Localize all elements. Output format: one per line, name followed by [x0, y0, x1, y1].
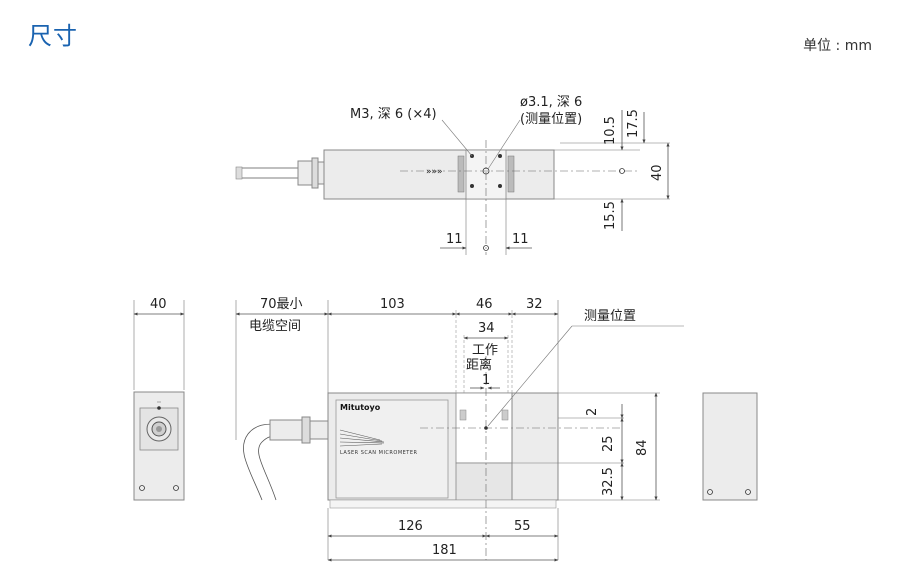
dim-40-end: 40 — [150, 297, 167, 312]
dim-15-5: 15.5 — [603, 201, 618, 230]
scan-graphic — [339, 429, 385, 447]
end-view: 40 — [133, 297, 185, 501]
measure-pos-note: (测量位置) — [520, 112, 582, 127]
work-gap-label-1: 工作 — [472, 343, 498, 358]
dim-cable-min: 70最小 — [260, 297, 303, 312]
top-view: »»» M3, 深 6 (×4) ø3.1, 深 6 (测量位置) 10.5 1… — [235, 95, 670, 255]
front-connector — [269, 419, 303, 441]
front-view: Mitutoyo LASER SCAN MICROMETER — [235, 297, 684, 562]
svg-text:»»»: »»» — [426, 167, 443, 177]
dim-34: 34 — [478, 321, 495, 336]
dim-11-left: 11 — [446, 232, 463, 247]
dim-181: 181 — [432, 543, 457, 558]
work-gap-label-2: 距离 — [466, 357, 492, 373]
front-label-panel — [335, 399, 449, 499]
measure-position-label: 测量位置 — [584, 309, 636, 324]
dim-11-right: 11 — [512, 232, 529, 247]
cable-space-label: 电缆空间 — [249, 318, 301, 334]
front-cable — [243, 423, 277, 501]
brand-text: Mitutoyo — [340, 403, 381, 412]
screw-hole — [470, 184, 474, 188]
dim-10-5: 10.5 — [603, 116, 618, 145]
top-cable — [240, 167, 300, 179]
right-end-view — [702, 392, 758, 501]
dim-84: 84 — [635, 439, 650, 456]
top-body — [323, 149, 555, 200]
dim-25: 25 — [601, 435, 616, 452]
screw-hole — [498, 184, 502, 188]
dim-17-5: 17.5 — [626, 109, 641, 138]
page-title: 尺寸 — [28, 22, 78, 50]
dim-126: 126 — [398, 519, 423, 534]
product-text: LASER SCAN MICROMETER — [340, 450, 418, 456]
hole-note: M3, 深 6 (×4) — [350, 107, 437, 122]
measure-hole-note: ø3.1, 深 6 — [520, 95, 582, 110]
dim-40-top: 40 — [650, 164, 665, 181]
dim-32-5: 32.5 — [601, 467, 616, 496]
dim-55: 55 — [514, 519, 531, 534]
dim-2: 2 — [585, 408, 600, 416]
unit-label: 单位 : mm — [803, 38, 872, 54]
dim-32: 32 — [526, 297, 543, 312]
top-connector — [297, 160, 313, 186]
screw-hole — [498, 154, 502, 158]
dim-103: 103 — [380, 297, 405, 312]
right-end-body — [702, 392, 758, 501]
measure-hole — [482, 167, 490, 175]
dim-46: 46 — [476, 297, 493, 312]
dim-1: 1 — [482, 373, 490, 388]
